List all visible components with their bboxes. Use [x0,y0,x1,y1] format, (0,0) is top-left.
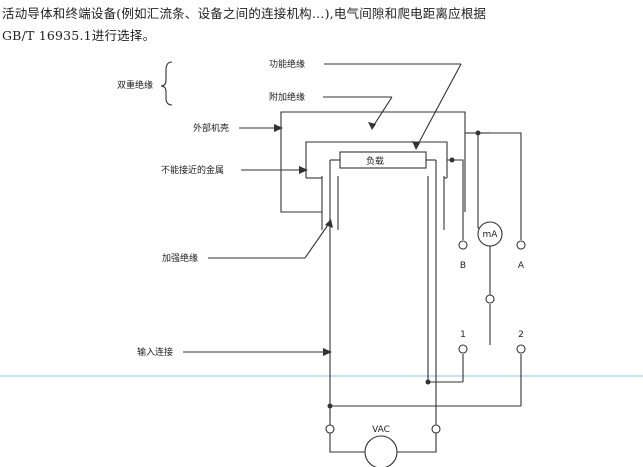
intro-line-2: GB/T 16935.1进行选择。 [2,28,156,43]
label-inaccessible-metal: 不能接近的金属 [161,164,224,176]
label-meter: mA [483,230,499,240]
label-terminal-a: A [518,261,525,271]
leader-reinforced [208,221,331,259]
switch-contact [485,294,495,304]
label-load: 负载 [366,155,384,167]
intro-line-1: 活动导体和终端设备(例如汇流条、设备之间的连接机构…),电气间隙和爬电距离应根据 [2,6,487,21]
terminal-a [516,240,526,250]
intro-text: 活动导体和终端设备(例如汇流条、设备之间的连接机构…),电气间隙和爬电距离应根据… [2,3,642,47]
label-input-connection: 输入连接 [137,346,173,358]
label-terminal-b: B [460,261,466,271]
terminal-2 [516,344,526,354]
label-functional-insulation: 功能绝缘 [269,58,305,70]
outer-enclosure [280,111,466,213]
label-reinforced-insulation: 加强绝缘 [162,252,198,264]
label-terminal-2: 2 [518,330,524,340]
source-terminal-right [431,424,441,434]
label-terminal-1: 1 [460,330,466,340]
terminal-b [458,240,468,250]
label-source: VAC [372,425,390,435]
vac-source [364,435,398,467]
label-supplementary-insulation: 附加绝缘 [269,91,305,103]
label-double-insulation: 双重绝缘 [117,79,153,91]
label-outer-enclosure: 外部机壳 [193,122,229,134]
source-terminal-left [325,424,335,434]
terminal-1 [458,344,468,354]
double-insulation-brace [160,61,173,106]
